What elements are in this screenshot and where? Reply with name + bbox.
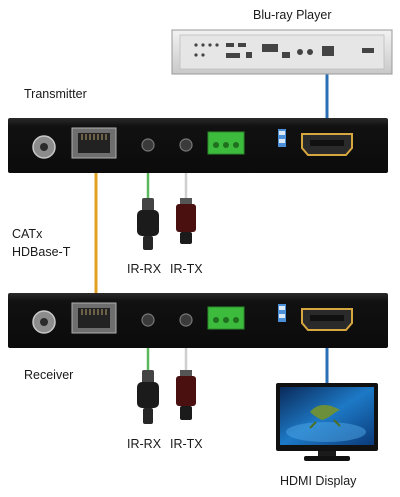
catx-label: CATx <box>12 227 43 241</box>
bluray-player <box>171 29 393 75</box>
rx-ir-tx-label: IR-TX <box>170 437 203 451</box>
hdbaset-label: HDBase-T <box>12 245 71 259</box>
rx-ir-receiver-dongle <box>137 370 159 424</box>
rx-ir-emitter-dongle <box>176 370 196 420</box>
tx-ir-receiver-dongle <box>137 198 159 250</box>
bluray-player-label: Blu-ray Player <box>253 8 332 22</box>
hdmi-display <box>276 383 378 461</box>
transmitter-device <box>8 118 388 173</box>
tx-ir-rx-label: IR-RX <box>127 262 162 276</box>
transmitter-label: Transmitter <box>24 87 87 101</box>
receiver-label: Receiver <box>24 368 74 382</box>
tx-ir-tx-label: IR-TX <box>170 262 203 276</box>
rx-ir-rx-label: IR-RX <box>127 437 162 451</box>
tx-ir-emitter-dongle <box>176 198 196 244</box>
hdmi-display-label: HDMI Display <box>280 474 357 488</box>
receiver-device <box>8 293 388 348</box>
